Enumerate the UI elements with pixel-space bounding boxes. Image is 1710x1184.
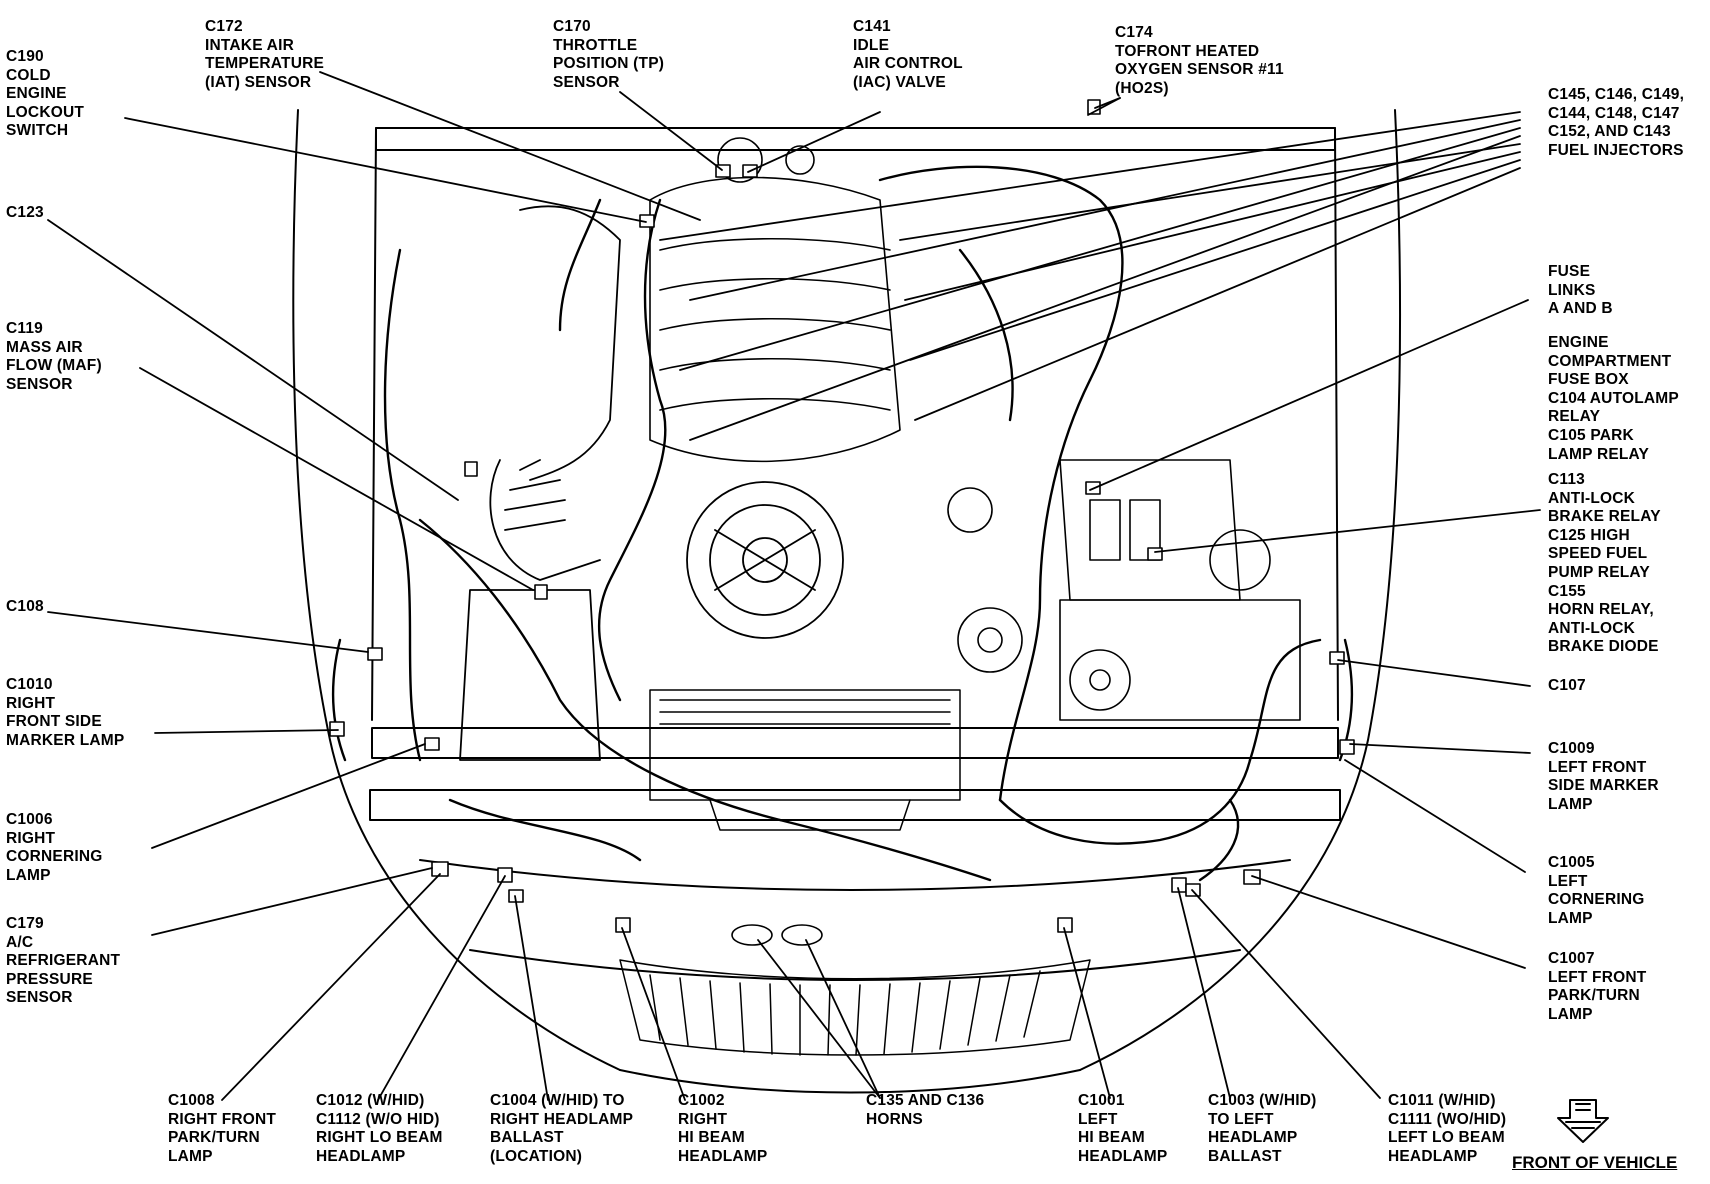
leader-lines (47, 71, 1541, 1101)
label-c1012: C1012 (W/HID) C1112 (W/O HID) RIGHT LO B… (316, 1092, 443, 1165)
label-c190: C190 COLD ENGINE LOCKOUT SWITCH (6, 48, 85, 140)
label-c179: C179 A/C REFRIGERANT PRESSURE SENSOR (6, 915, 121, 1007)
label-c1001: C1001 LEFT HI BEAM HEADLAMP (1078, 1092, 1168, 1165)
label-c1007: C1007 LEFT FRONT PARK/TURN LAMP (1548, 950, 1647, 1023)
connectors (329, 99, 1355, 946)
front-of-vehicle-label: FRONT OF VEHICLE (1512, 1153, 1678, 1172)
label-c1004: C1004 (W/HID) TO RIGHT HEADLAMP BALLAST … (490, 1092, 634, 1165)
label-c172: C172 INTAKE AIR TEMPERATURE (IAT) SENSOR (205, 18, 325, 91)
accessory-pulleys (947, 487, 1131, 711)
label-c1002: C1002 RIGHT HI BEAM HEADLAMP (678, 1092, 768, 1165)
label-c1010: C1010 RIGHT FRONT SIDE MARKER LAMP (6, 676, 125, 749)
label-c119: C119 MASS AIR FLOW (MAF) SENSOR (6, 320, 102, 393)
label-fuel-injectors: C145, C146, C149, C144, C148, C147 C152,… (1548, 86, 1685, 159)
wiring-harness (331, 165, 1354, 882)
label-c108: C108 (6, 598, 44, 615)
vehicle-body-outline (292, 109, 1402, 1094)
label-c107: C107 (1548, 677, 1586, 694)
air-intake-duct (459, 205, 621, 761)
label-c135-c136: C135 AND C136 HORNS (866, 1092, 985, 1128)
label-c1011: C1011 (W/HID) C1111 (WO/HID) LEFT LO BEA… (1388, 1092, 1507, 1165)
label-c1005: C1005 LEFT CORNERING LAMP (1548, 854, 1645, 927)
label-c174: C174 TOFRONT HEATED OXYGEN SENSOR #11 (H… (1115, 24, 1284, 97)
radiator-support (649, 689, 961, 831)
grille (619, 959, 1091, 1056)
label-c1009: C1009 LEFT FRONT SIDE MARKER LAMP (1548, 740, 1659, 813)
alternator (686, 481, 844, 639)
label-c1003: C1003 (W/HID) TO LEFT HEADLAMP BALLAST (1208, 1092, 1317, 1165)
label-c1008: C1008 RIGHT FRONT PARK/TURN LAMP (168, 1092, 277, 1165)
label-fuse-links: FUSE LINKS A AND B (1548, 263, 1613, 318)
label-c141: C141 IDLE AIR CONTROL (IAC) VALVE (853, 18, 963, 91)
label-fuse-box: ENGINE COMPARTMENT FUSE BOX C104 AUTOLAM… (1548, 334, 1679, 463)
label-c1006: C1006 RIGHT CORNERING LAMP (6, 811, 103, 884)
label-c123: C123 (6, 204, 44, 221)
front-arrow-icon (1557, 1099, 1609, 1143)
fuse-box (1059, 459, 1301, 721)
label-c170: C170 THROTTLE POSITION (TP) SENSOR (553, 18, 665, 91)
label-c113: C113 ANTI-LOCK BRAKE RELAY C125 HIGH SPE… (1548, 471, 1661, 656)
intake-manifold (649, 137, 901, 463)
